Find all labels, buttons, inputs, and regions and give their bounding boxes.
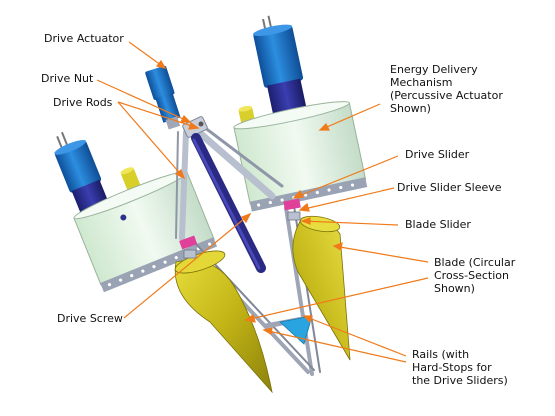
label-blade: Blade (Circular Cross-Section Shown) <box>434 256 516 295</box>
label-blade-slider: Blade Slider <box>405 218 471 231</box>
label-drive-screw: Drive Screw <box>57 312 123 325</box>
leader-lines <box>96 41 429 363</box>
left-actuator <box>54 131 218 293</box>
label-drive-nut: Drive Nut <box>41 72 94 85</box>
label-rails: Rails (with Hard-Stops for the Drive Sli… <box>412 348 508 387</box>
blades <box>174 215 351 394</box>
drive-rods <box>175 122 284 241</box>
drive-actuator <box>145 65 181 130</box>
label-energy-delivery: Energy Delivery Mechanism (Percussive Ac… <box>390 63 503 115</box>
drive-slider <box>179 198 301 250</box>
drive-screw <box>191 133 266 273</box>
label-drive-slider: Drive Slider <box>405 148 470 161</box>
cyan-plate <box>279 315 313 345</box>
blade-slider <box>183 211 301 259</box>
label-drive-actuator: Drive Actuator <box>44 32 124 45</box>
label-drive-rods: Drive Rods <box>53 96 113 109</box>
right-actuator <box>233 15 368 212</box>
label-drive-slider-sleeve: Drive Slider Sleeve <box>397 181 502 194</box>
